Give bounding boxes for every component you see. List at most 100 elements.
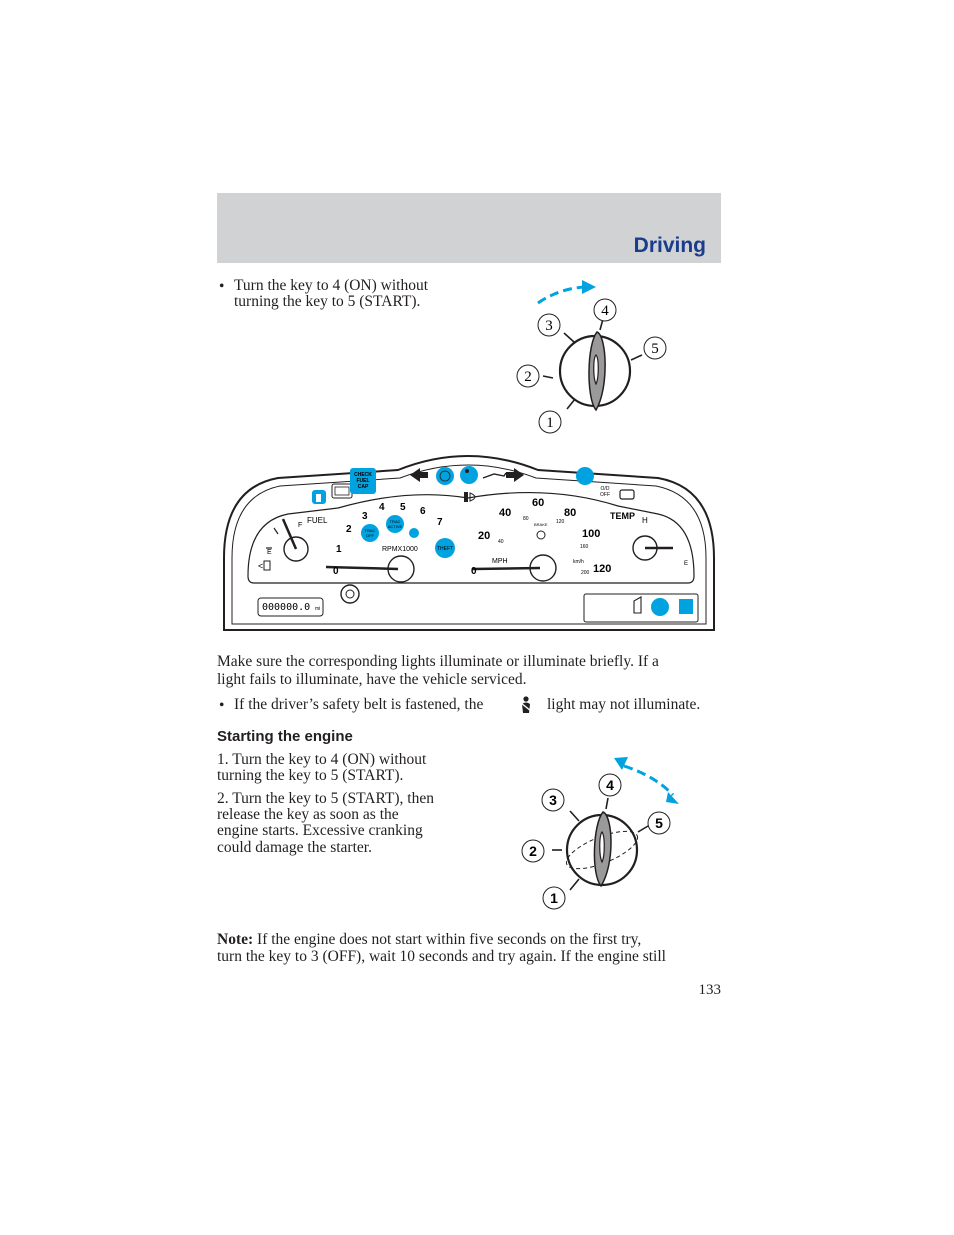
svg-text:F: F [298,522,302,529]
bullet-marker: • [219,697,225,714]
svg-text:MPH: MPH [492,558,508,565]
subheading: Starting the engine [217,728,353,745]
svg-text:6: 6 [420,506,426,517]
svg-text:mi: mi [315,606,320,612]
svg-text:THEFT: THEFT [437,546,453,552]
instrument-cluster: F E FUEL < CHECK FUEL CAP 0 1 2 3 4 5 6 … [223,455,715,631]
trac-active-indicator: TRAC ACTIVE [386,515,404,533]
svg-text:O/D: O/D [601,486,610,492]
right-turn-arrow-icon [506,468,524,482]
svg-text:100: 100 [582,528,600,540]
svg-text:H: H [642,516,648,525]
theft-indicator: THEFT [435,538,455,558]
svg-text:4: 4 [606,777,614,793]
door-ajar-icon [633,596,642,614]
temperature-gauge: TEMP H E [610,511,688,567]
ignition-key [593,811,612,888]
note-label: Note: [217,931,254,948]
svg-text:BRAKE: BRAKE [534,522,548,527]
bullet-marker: • [219,278,225,295]
position-5 [643,336,667,360]
svg-text:E: E [267,549,272,556]
step2-line3: engine starts. Excessive cranking [217,822,423,839]
svg-text:60: 60 [532,497,544,509]
fuel-warning-icon [312,490,326,504]
svg-text:2: 2 [346,524,352,535]
step2-line1: 2. Turn the key to 5 (START), then [217,790,434,807]
speedometer: 0 20 40 60 80 100 120 40 80 120 160 200 … [471,497,611,582]
position-4 [598,773,622,797]
tachometer: 0 1 2 3 4 5 6 7 RPMX1000 [325,502,443,583]
svg-text:7: 7 [437,517,443,528]
ignition-key [588,331,606,412]
safety-belt-icon [409,528,419,538]
svg-text:3: 3 [545,318,553,334]
svg-text:4: 4 [601,303,609,319]
rotation-arrow [614,757,679,804]
svg-text:5: 5 [655,815,663,831]
svg-text:5: 5 [400,502,406,513]
svg-text:120: 120 [556,519,565,525]
svg-text:200: 200 [581,570,590,576]
header-band: Driving [217,193,721,263]
step1-line2: turning the key to 5 (START). [217,767,404,784]
airbag-icon [460,466,478,484]
step-a-line2: turning the key to 5 (START). [234,293,421,310]
svg-text:0: 0 [333,566,339,577]
svg-text:3: 3 [549,792,557,808]
position-2 [516,364,540,388]
svg-text:OFF: OFF [600,492,610,498]
trip-reset-button [340,584,360,604]
svg-text:000000.0: 000000.0 [262,602,310,613]
para1-line2: light fails to illuminate, have the vehi… [217,671,527,688]
ignition-diagram-start: 1 2 3 4 5 [521,757,679,910]
od-off-indicator: O/D OFF [600,486,610,498]
svg-text:CHECK: CHECK [354,472,372,478]
svg-text:5: 5 [651,341,659,357]
tire-pressure-icon [576,467,594,485]
position-5 [647,811,671,835]
odometer: 000000.0 mi [257,597,324,617]
svg-text:0: 0 [471,566,477,577]
svg-text:<: < [258,561,263,571]
svg-text:E: E [684,561,688,567]
svg-text:1: 1 [336,544,342,555]
svg-text:km/h: km/h [573,559,584,565]
position-3 [541,788,565,812]
fuel-gauge: F E FUEL < [258,516,328,571]
position-2 [521,839,545,863]
battery-icon [331,483,353,499]
svg-text:RPMX1000: RPMX1000 [382,546,418,553]
svg-text:4: 4 [379,502,385,513]
ignition-diagram-on: 1 2 3 4 5 [516,280,667,434]
svg-text:3: 3 [362,511,368,522]
note-line1: Note: If the engine does not start withi… [217,931,642,949]
step1-line1: 1. Turn the key to 4 (ON) without [217,751,427,768]
step2-line4: could damage the starter. [217,839,372,856]
belt-note-after: light may not illuminate. [547,696,701,713]
section-title: Driving [633,234,706,257]
page-number: 133 [698,982,722,998]
svg-text:120: 120 [593,563,611,575]
svg-text:TRAC: TRAC [390,519,401,524]
left-turn-arrow-icon [410,468,428,482]
svg-text:1: 1 [550,890,558,906]
belt-note-before: If the driver’s safety belt is fastened,… [234,696,484,713]
position-4 [593,298,617,322]
speed-control-icon [651,598,669,616]
svg-text:80: 80 [523,516,529,522]
position-1 [538,410,562,434]
svg-text:2: 2 [529,843,537,859]
svg-text:20: 20 [478,530,490,542]
safety-belt-icon [520,696,532,713]
oil-pressure-icon [482,472,507,479]
svg-text:40: 40 [499,507,511,519]
svg-text:80: 80 [564,507,576,519]
check-fuel-cap-indicator: CHECK FUEL CAP [350,468,376,494]
step-a-line1: Turn the key to 4 (ON) without [234,277,429,294]
note-text: If the engine does not start within five… [253,931,642,948]
position-3 [537,313,561,337]
svg-text:FUEL: FUEL [356,478,369,484]
rear-defrost-icon [679,599,693,614]
rotation-arrow [537,280,596,305]
